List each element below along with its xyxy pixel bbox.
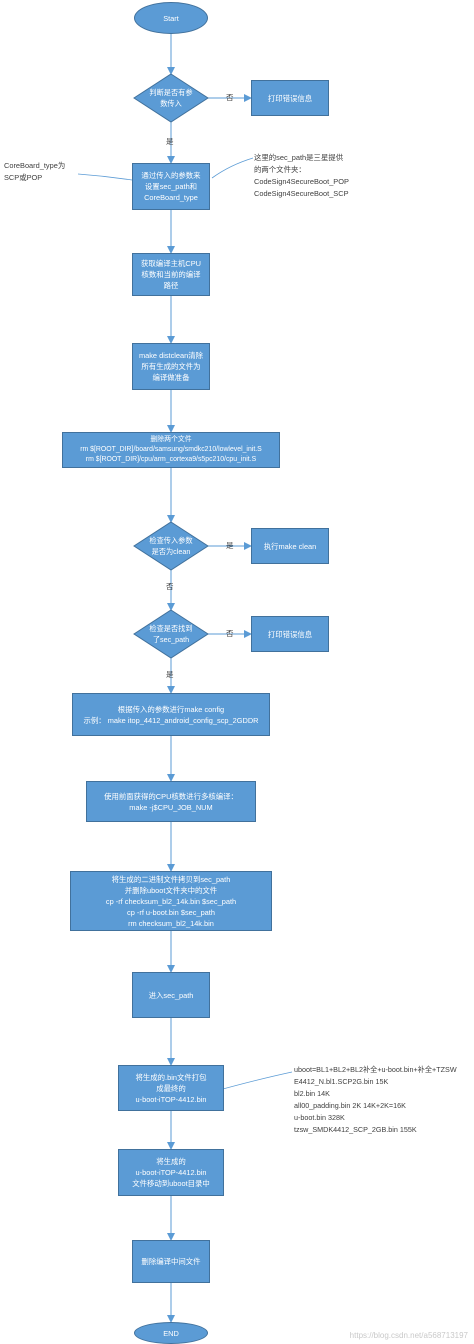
- move-file-box: 将生成的 u-boot-iTOP-4412.bin 文件移动到uboot目录中: [118, 1149, 224, 1196]
- end-label: END: [163, 1328, 179, 1338]
- annotation-line-coreboard: [77, 173, 133, 181]
- distclean-label: make distclean清除 所有生成的文件为 编译做准备: [138, 351, 204, 382]
- delete-temp-label: 删除编译中间文件: [141, 1257, 201, 1266]
- start-node: Start: [134, 2, 208, 34]
- decision-check-sec-path-label: 检查是否找到 了sec_path: [149, 624, 193, 644]
- annotation-uboot-composition: uboot=BL1+BL2+BL2补全+u-boot.bin+补全+TZSW E…: [294, 1065, 457, 1134]
- make-config-label: 根据传入的参数进行make config 示例： make itop_4412_…: [83, 704, 259, 725]
- distclean-box: make distclean清除 所有生成的文件为 编译做准备: [132, 343, 210, 390]
- annotation-line-sec-path: [211, 157, 254, 179]
- decision-check-clean-label: 检查传入参数 是否为clean: [149, 536, 193, 556]
- delete-temp-box: 删除编译中间文件: [132, 1240, 210, 1283]
- package-label: 将生成的.bin文件打包 成最终的 u-boot-iTOP-4412.bin: [135, 1072, 207, 1104]
- copy-files-label: 将生成的二进制文件拷贝到sec_path 并删除uboot文件夹中的文件 cp …: [105, 874, 237, 928]
- make-config-box: 根据传入的参数进行make config 示例： make itop_4412_…: [72, 693, 270, 736]
- multicore-build-box: 使用前面获得的CPU核数进行多核编译： make -j$CPU_JOB_NUM: [86, 781, 256, 822]
- make-clean-label: 执行make clean: [263, 541, 317, 551]
- print-error-label-2: 打印错误信息: [267, 629, 313, 639]
- delete-files-label: 删除两个文件 rm $[ROOT_DIR]/board/samsung/smdk…: [80, 436, 262, 463]
- edge-label-no-clean: 否: [166, 582, 174, 591]
- print-error-box-2: 打印错误信息: [251, 616, 329, 652]
- annotation-line-uboot: [211, 1071, 293, 1093]
- edge-label-no-1: 否: [226, 93, 234, 102]
- copy-files-box: 将生成的二进制文件拷贝到sec_path 并删除uboot文件夹中的文件 cp …: [70, 871, 272, 931]
- get-cpu-label: 获取编译主机CPU 核数和当前的编译 路径: [141, 259, 201, 290]
- print-error-label-1: 打印错误信息: [267, 93, 313, 103]
- set-path-box: 通过传入的参数来 设置sec_path和 CoreBoard_type: [132, 163, 210, 210]
- decision-check-sec-path: [133, 609, 209, 659]
- enter-sec-path-label: 进入sec_path: [148, 990, 194, 1000]
- end-node: END: [134, 1322, 208, 1344]
- edge-label-no-sec: 否: [226, 629, 234, 638]
- multicore-build-label: 使用前面获得的CPU核数进行多核编译： make -j$CPU_JOB_NUM: [104, 791, 238, 812]
- annotation-sec-path: 这里的sec_path是三星提供 的两个文件夹： CodeSign4Secure…: [254, 153, 349, 198]
- make-clean-box: 执行make clean: [251, 528, 329, 564]
- watermark: https://blog.csdn.net/a568713197: [349, 1331, 468, 1340]
- print-error-box-1: 打印错误信息: [251, 80, 329, 116]
- move-file-label: 将生成的 u-boot-iTOP-4412.bin 文件移动到uboot目录中: [132, 1157, 210, 1188]
- decision-check-args: [133, 73, 209, 123]
- edge-label-yes-sec: 是: [166, 670, 174, 679]
- start-label: Start: [163, 13, 179, 23]
- annotation-coreboard: CoreBoard_type为 SCP或POP: [4, 161, 66, 182]
- set-path-label: 通过传入的参数来 设置sec_path和 CoreBoard_type: [141, 171, 201, 202]
- edge-label-yes-1: 是: [166, 137, 174, 146]
- get-cpu-box: 获取编译主机CPU 核数和当前的编译 路径: [132, 253, 210, 296]
- package-box: 将生成的.bin文件打包 成最终的 u-boot-iTOP-4412.bin: [118, 1065, 224, 1111]
- decision-check-args-label: 判断是否有参 数传入: [149, 88, 193, 108]
- delete-files-box: 删除两个文件 rm $[ROOT_DIR]/board/samsung/smdk…: [62, 432, 280, 468]
- enter-sec-path-box: 进入sec_path: [132, 972, 210, 1018]
- edge-label-yes-clean: 是: [226, 541, 234, 550]
- decision-check-clean: [133, 521, 209, 571]
